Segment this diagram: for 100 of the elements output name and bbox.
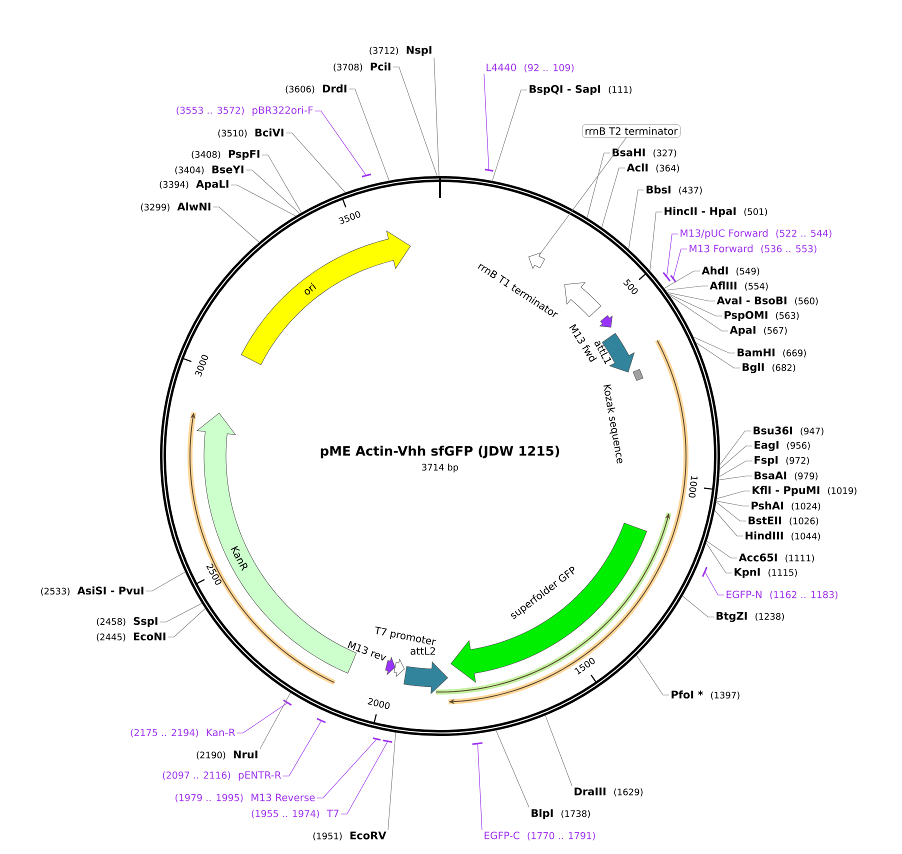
leader-line bbox=[704, 571, 724, 596]
enzyme-label: PshAI (1024) bbox=[752, 501, 820, 511]
feature-label-box: rrnB T2 terminator bbox=[582, 124, 680, 138]
leader-line bbox=[434, 57, 440, 176]
leader-line bbox=[650, 212, 662, 271]
enzyme-label: Bsu36I (947) bbox=[754, 426, 824, 436]
leader-line bbox=[484, 74, 490, 170]
leader-line bbox=[212, 206, 260, 243]
leader-line bbox=[477, 743, 482, 830]
enzyme-label: DraIII (1629) bbox=[574, 788, 643, 796]
leader-line bbox=[340, 740, 388, 814]
enzyme-label: (1951) EcoRV bbox=[313, 832, 386, 840]
leader-line bbox=[286, 132, 346, 193]
leader-line bbox=[282, 720, 322, 776]
leader-line bbox=[719, 446, 752, 470]
leader-line bbox=[716, 500, 750, 506]
leader-line bbox=[665, 286, 708, 291]
plasmid-length: 3714 bp bbox=[422, 464, 458, 472]
enzyme-label: KflI - PpuMI (1019) bbox=[752, 486, 856, 496]
enzyme-label: AvaI - BsoBI (560) bbox=[716, 296, 818, 306]
leader-line bbox=[668, 294, 728, 332]
leader-line bbox=[601, 168, 626, 228]
leader-line bbox=[667, 292, 716, 302]
primer-label: M13 Forward (536 .. 553) bbox=[690, 244, 816, 254]
enzyme-label: AhdI (549) bbox=[702, 266, 760, 276]
enzyme-label: BtgZI (1238) bbox=[716, 612, 784, 622]
leader-line bbox=[628, 190, 644, 250]
enzyme-label: ApaI (567) bbox=[730, 326, 787, 336]
enzyme-label: AclI (364) bbox=[626, 163, 679, 173]
enzyme-label: BlpI (1738) bbox=[532, 808, 590, 820]
leader-line bbox=[492, 90, 528, 182]
primer-label: (2097 .. 2116) pENTR-R bbox=[162, 771, 282, 781]
enzyme-label: PspOMI (563) bbox=[724, 311, 799, 321]
primer-label: L4440 (92 .. 109) bbox=[486, 64, 574, 72]
primer-label: EGFP-C (1770 .. 1791) bbox=[484, 832, 595, 840]
tick-label: 2000 bbox=[368, 698, 390, 710]
leader-line bbox=[392, 66, 438, 176]
enzyme-label: AflIII (554) bbox=[710, 281, 768, 291]
sequence-feature: attL2 bbox=[404, 647, 448, 694]
enzyme-label: KpnI (1115) bbox=[734, 568, 797, 578]
leader-line bbox=[348, 88, 390, 181]
enzyme-label: BamHI (669) bbox=[738, 348, 806, 358]
leader-line bbox=[716, 502, 746, 522]
enzyme-label: (3712) NspI bbox=[370, 46, 432, 56]
leader-line bbox=[716, 490, 750, 499]
leader-line bbox=[696, 342, 740, 368]
leader-line bbox=[160, 603, 202, 622]
enzyme-label: BsaAI (979) bbox=[754, 472, 818, 480]
enzyme-label: BsaHI (327) bbox=[612, 148, 676, 158]
enzyme-label: Acc65I (1111) bbox=[738, 554, 814, 562]
tick-label: 1000 bbox=[688, 476, 698, 498]
primer-label: (2175 .. 2194) Kan-R bbox=[130, 728, 236, 738]
leader-line bbox=[718, 476, 752, 480]
enzyme-label: (3606) DrdI bbox=[286, 84, 346, 94]
leader-line bbox=[236, 702, 288, 734]
leader-line bbox=[146, 572, 186, 592]
leader-line bbox=[668, 293, 722, 316]
primer-label: EGFP-N (1162 .. 1183) bbox=[726, 590, 838, 600]
leader-line bbox=[636, 655, 670, 696]
leader-line bbox=[720, 430, 752, 466]
primer-label: M13/pUC Forward (522 .. 544) bbox=[680, 229, 832, 239]
enzyme-label: (3708) PciI bbox=[334, 62, 390, 72]
enzyme-label: (2533) AsiSI - PvuI bbox=[41, 586, 144, 596]
enzyme-label: BstEII (1026) bbox=[748, 516, 818, 526]
enzyme-label: BspQI - SapI (111) bbox=[530, 85, 632, 95]
enzyme-label: (3510) BciVI bbox=[218, 128, 284, 138]
leader-line bbox=[706, 542, 732, 574]
enzyme-label: BglI (682) bbox=[742, 362, 796, 374]
leader-line bbox=[388, 732, 396, 830]
enzyme-label: HindIII (1044) bbox=[746, 531, 820, 541]
leader-line bbox=[714, 510, 744, 536]
leader-line bbox=[168, 608, 206, 638]
sequence-feature bbox=[528, 252, 545, 269]
enzyme-label: FspI (972) bbox=[754, 456, 809, 466]
enzyme-label: (3299) AlwNI bbox=[141, 202, 210, 212]
leader-line bbox=[260, 692, 291, 750]
leader-line bbox=[664, 270, 700, 289]
leader-line bbox=[718, 460, 752, 477]
leader-line bbox=[672, 248, 688, 279]
enzyme-label: (2458) SspI bbox=[96, 617, 158, 627]
leader-line bbox=[316, 738, 378, 798]
primer-label: (1979 .. 1995) M13 Reverse bbox=[176, 794, 315, 802]
leader-line bbox=[586, 152, 610, 218]
enzyme-label: EagI (956) bbox=[754, 441, 810, 451]
enzyme-label: PfoI * (1397) bbox=[672, 690, 740, 700]
node-label: attL2 bbox=[410, 647, 435, 655]
leader-line bbox=[246, 170, 300, 214]
leader-line bbox=[538, 137, 627, 256]
enzyme-label: (3394) ApaLI bbox=[160, 180, 228, 190]
tick-label: 3000 bbox=[194, 354, 208, 377]
primer-label: (3553 .. 3572) pBR322ori-F bbox=[176, 106, 313, 116]
leader-line bbox=[314, 110, 367, 176]
leader-line bbox=[682, 596, 714, 618]
enzyme-label: (3404) BseYI bbox=[175, 166, 244, 174]
leader-line bbox=[693, 336, 736, 354]
leader-line bbox=[545, 715, 572, 786]
enzyme-label: (3408) PspFI bbox=[192, 150, 260, 160]
leader-line bbox=[496, 730, 530, 808]
leader-line bbox=[666, 234, 678, 278]
enzyme-label: (2445) EcoNI bbox=[96, 632, 166, 642]
